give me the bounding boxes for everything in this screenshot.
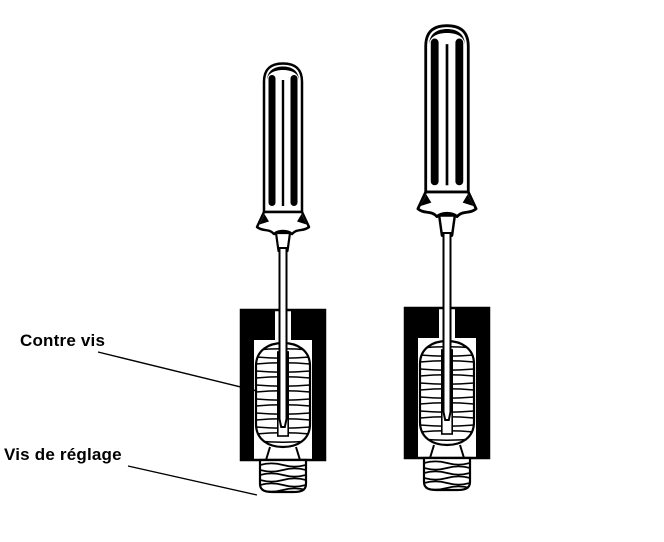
contre-vis-label: Contre vis — [20, 331, 106, 350]
screwdriver-handle-icon — [255, 62, 311, 253]
leader-line-vis-de-reglage — [127, 465, 258, 496]
figure-right-screwdriver-assembly — [405, 24, 489, 490]
leader-line-contre-vis — [97, 351, 258, 392]
screwdriver-handle-icon — [416, 24, 478, 238]
figure-left-screwdriver-assembly — [241, 62, 325, 493]
screwdriver-shaft — [278, 247, 288, 428]
vis-de-reglage-label: Vis de réglage — [4, 445, 122, 464]
screwdriver-shaft — [442, 232, 452, 421]
